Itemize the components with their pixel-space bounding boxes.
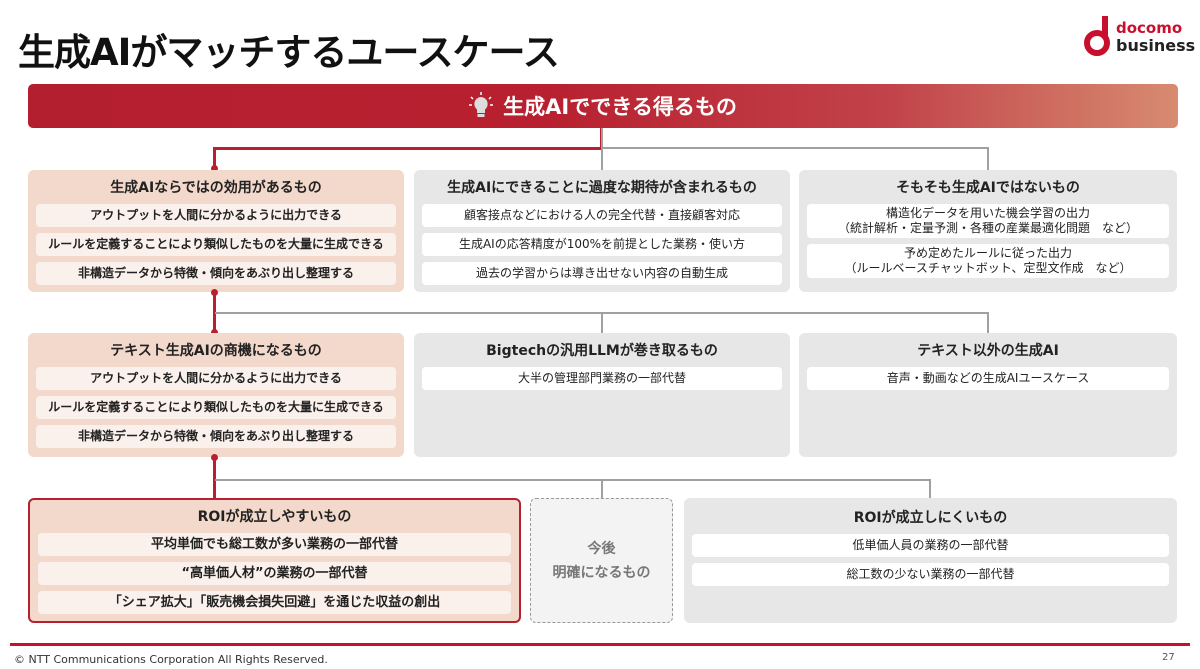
card-roi-feasible: ROIが成立しやすいもの 平均単価でも総工数が多い業務の一部代替 “高単価人材”… <box>28 498 521 623</box>
card-title: そもそも生成AIではないもの <box>896 180 1080 196</box>
card-title: 生成AIにできることに過度な期待が含まれるもの <box>447 180 757 196</box>
connector <box>213 147 603 150</box>
list-item: 低単価人員の業務の一部代替 <box>692 534 1169 557</box>
connector <box>929 479 931 498</box>
list-item: アウトプットを人間に分かるように出力できる <box>36 367 396 390</box>
connector <box>213 292 216 333</box>
item-line: （ルールベースチャットボット、定型文作成 など） <box>844 261 1132 275</box>
list-item: 大半の管理部門業務の一部代替 <box>422 367 782 390</box>
connector <box>601 479 603 498</box>
connector <box>601 312 603 333</box>
slide-title: 生成AIがマッチするユースケース <box>18 31 560 74</box>
connector-dot <box>211 329 218 336</box>
connector <box>601 128 603 170</box>
card-not-generative-ai: そもそも生成AIではないもの 構造化データを用いた機会学習の出力（統計解析・定量… <box>799 170 1177 292</box>
card-title: ROIが成立しやすいもの <box>197 509 352 525</box>
list-item: 構造化データを用いた機会学習の出力（統計解析・定量予測・各種の産業最適化問題 な… <box>807 204 1169 238</box>
copyright: © NTT Communications Corporation All Rig… <box>14 653 328 666</box>
card-title-line2: 明確になるもの <box>552 564 651 581</box>
card-generative-ai-benefits: 生成AIならではの効用があるもの アウトプットを人間に分かるように出力できる ル… <box>28 170 404 292</box>
footer-divider <box>10 643 1190 646</box>
item-line: （統計解析・定量予測・各種の産業最適化問題 など） <box>837 221 1138 235</box>
docomo-d-icon <box>1084 16 1110 56</box>
list-item: ルールを定義することにより類似したものを大量に生成できる <box>36 396 396 419</box>
list-item: 予め定めたルールに従った出力（ルールベースチャットボット、定型文作成 など） <box>807 244 1169 278</box>
card-title: 生成AIならではの効用があるもの <box>110 180 322 196</box>
docomo-business-logo: docomo business <box>1084 16 1196 58</box>
card-title: テキスト生成AIの商機になるもの <box>110 343 322 359</box>
list-item: 生成AIの応答精度が100%を前提とした業務・使い方 <box>422 233 782 256</box>
list-item: 過去の学習からは導き出せない内容の自動生成 <box>422 262 782 285</box>
card-roi-difficult: ROIが成立しにくいもの 低単価人員の業務の一部代替 総工数の少ない業務の一部代… <box>684 498 1177 623</box>
logo-line2: business <box>1116 36 1196 55</box>
logo-line1: docomo <box>1116 19 1183 37</box>
list-item: 顧客接点などにおける人の完全代替・直接顧客対応 <box>422 204 782 227</box>
lightbulb-icon <box>469 92 494 117</box>
list-item: 非構造データから特徴・傾向をあぶり出し整理する <box>36 262 396 285</box>
list-item: 音声・動画などの生成AIユースケース <box>807 367 1169 390</box>
item-line: 構造化データを用いた機会学習の出力 <box>885 206 1090 220</box>
list-item: 平均単価でも総工数が多い業務の一部代替 <box>38 533 511 556</box>
card-title-line1: 今後 <box>587 540 616 557</box>
list-item: “高単価人材”の業務の一部代替 <box>38 562 511 585</box>
card-text-ai-opportunities: テキスト生成AIの商機になるもの アウトプットを人間に分かるように出力できる ル… <box>28 333 404 457</box>
list-item: 「シェア拡大」「販売機会損失回避」を通じた収益の創出 <box>38 591 511 614</box>
list-item: 総工数の少ない業務の一部代替 <box>692 563 1169 586</box>
card-to-be-determined: 今後 明確になるもの <box>530 498 673 623</box>
list-item: 非構造データから特徴・傾向をあぶり出し整理する <box>36 425 396 448</box>
card-excessive-expectations: 生成AIにできることに過度な期待が含まれるもの 顧客接点などにおける人の完全代替… <box>414 170 790 292</box>
connector <box>601 147 989 149</box>
connector <box>987 147 989 170</box>
connector <box>215 479 931 481</box>
card-bigtech-llm: Bigtechの汎用LLMが巻き取るもの 大半の管理部門業務の一部代替 <box>414 333 790 457</box>
card-title: ROIが成立しにくいもの <box>853 510 1008 526</box>
list-item: アウトプットを人間に分かるように出力できる <box>36 204 396 227</box>
card-non-text-ai: テキスト以外の生成AI 音声・動画などの生成AIユースケース <box>799 333 1177 457</box>
connector <box>213 147 216 170</box>
banner-label: 生成AIでできる得るもの <box>503 95 737 119</box>
card-title: テキスト以外の生成AI <box>917 343 1059 359</box>
connector <box>213 457 216 498</box>
banner: 生成AIでできる得るもの <box>28 84 1178 128</box>
item-line: 予め定めたルールに従った出力 <box>903 246 1072 260</box>
list-item: ルールを定義することにより類似したものを大量に生成できる <box>36 233 396 256</box>
connector <box>987 312 989 333</box>
connector-dot <box>211 165 218 172</box>
page-number: 27 <box>1162 652 1175 663</box>
card-title: Bigtechの汎用LLMが巻き取るもの <box>486 343 718 359</box>
